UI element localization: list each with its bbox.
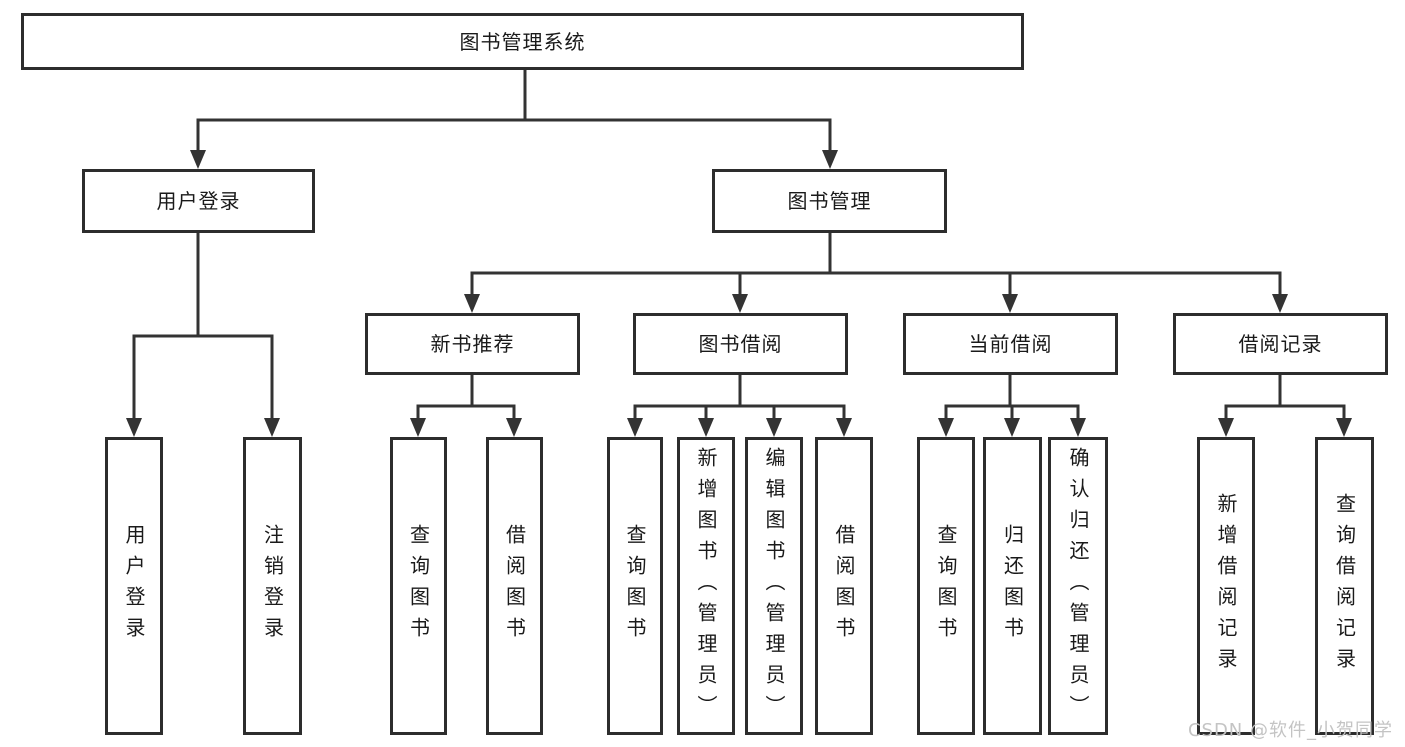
connector-root-to-level2 — [190, 69, 838, 169]
node-leaf-nb-borrow-books: 借阅图书 — [486, 437, 543, 735]
node-leaf-logout: 注销登录 — [243, 437, 302, 735]
connector-user-login-children — [126, 233, 280, 437]
node-book-borrowing: 图书借阅 — [633, 313, 848, 375]
connector-new-book-recommend-children — [410, 375, 522, 437]
node-leaf-bb-edit-books-admin: 编辑图书（管理员） — [745, 437, 803, 735]
node-new-book-recommend: 新书推荐 — [365, 313, 580, 375]
node-leaf-nb-query-books: 查询图书 — [390, 437, 447, 735]
node-leaf-cb-return-books: 归还图书 — [983, 437, 1042, 735]
node-leaf-bb-query-books: 查询图书 — [607, 437, 663, 735]
connector-book-management-to-level3 — [464, 233, 1288, 313]
node-leaf-bb-borrow-books: 借阅图书 — [815, 437, 873, 735]
connector-borrowing-records-children — [1218, 375, 1352, 437]
node-current-borrowing: 当前借阅 — [903, 313, 1118, 375]
node-leaf-user-login: 用户登录 — [105, 437, 163, 735]
node-leaf-br-query-record: 查询借阅记录 — [1315, 437, 1374, 735]
node-leaf-cb-confirm-return-admin: 确认归还（管理员） — [1048, 437, 1108, 735]
watermark: CSDN @软件_小贺同学 — [1187, 720, 1393, 741]
node-leaf-br-add-record: 新增借阅记录 — [1197, 437, 1255, 735]
node-borrowing-records: 借阅记录 — [1173, 313, 1388, 375]
node-book-management: 图书管理 — [712, 169, 947, 233]
node-leaf-bb-add-books-admin: 新增图书（管理员） — [677, 437, 735, 735]
connector-current-borrowing-children — [938, 375, 1086, 437]
connector-book-borrowing-children — [627, 375, 852, 437]
node-user-login: 用户登录 — [82, 169, 315, 233]
node-leaf-cb-query-books: 查询图书 — [917, 437, 975, 735]
node-root: 图书管理系统 — [21, 13, 1024, 70]
